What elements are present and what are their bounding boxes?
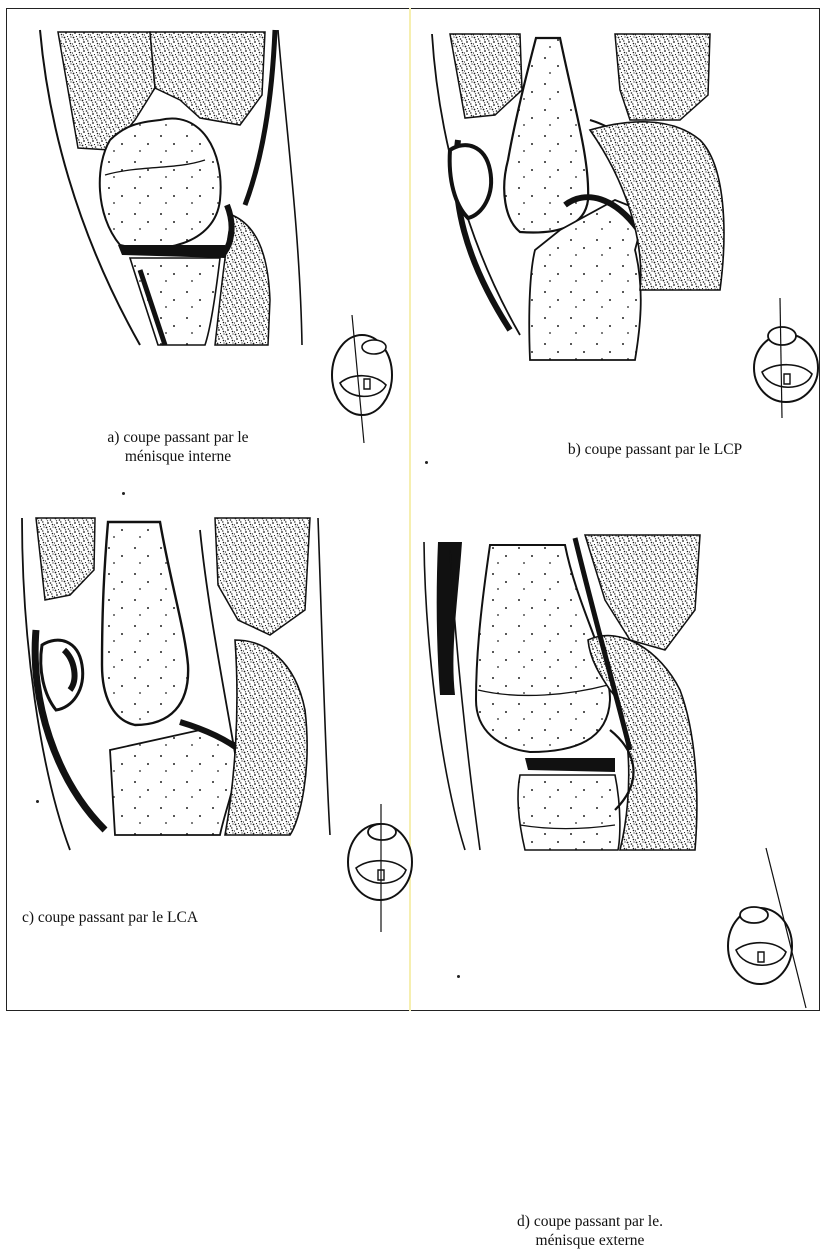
panel-b: b) coupe passant par le LCP (410, 0, 826, 480)
caption-c-line1: c) coupe passant par le LCA (22, 908, 312, 927)
scan-dot (457, 975, 460, 978)
caption-d: d) coupe passant par le. ménisque extern… (480, 1212, 700, 1250)
caption-a: a) coupe passant par le ménisque interne (58, 428, 298, 466)
knee-section-pcl-illustration (410, 0, 826, 480)
knee-section-lateral-meniscus-illustration (410, 490, 826, 1010)
caption-c: c) coupe passant par le LCA (22, 908, 312, 927)
panel-c: c) coupe passant par le LCA (0, 490, 410, 1010)
caption-b: b) coupe passant par le LCP (510, 440, 800, 459)
scan-dot (425, 461, 428, 464)
caption-b-line1: b) coupe passant par le LCP (510, 440, 800, 459)
scan-dot (36, 800, 39, 803)
knee-section-medial-meniscus-illustration (0, 0, 410, 480)
caption-a-line1: a) coupe passant par le (58, 428, 298, 447)
knee-section-acl-illustration (0, 490, 410, 1010)
caption-d-line1: d) coupe passant par le. (480, 1212, 700, 1231)
scan-dot (122, 492, 125, 495)
panel-a: a) coupe passant par le ménisque interne (0, 0, 410, 480)
panel-d: d) coupe passant par le. ménisque extern… (410, 490, 826, 1010)
caption-d-line2: ménisque externe (480, 1231, 700, 1250)
caption-a-line2: ménisque interne (58, 447, 298, 466)
